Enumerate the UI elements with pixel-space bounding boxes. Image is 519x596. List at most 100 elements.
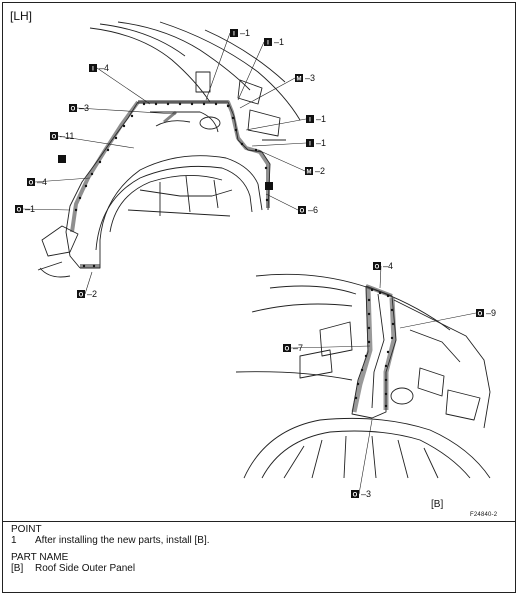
- weld-point: [265, 198, 269, 202]
- weld-point: [254, 148, 258, 152]
- weld-point: [264, 166, 268, 170]
- weld-point: [367, 312, 371, 316]
- callout-lower-0: O–4: [373, 261, 393, 271]
- weld-point: [386, 350, 390, 354]
- callout-badge-icon: [15, 205, 23, 213]
- callout-number: –11: [60, 131, 74, 141]
- weld-point: [231, 116, 235, 120]
- callout-lower-1: O–9: [476, 308, 496, 318]
- callout-number: –3: [361, 489, 371, 499]
- callout-leader: [237, 41, 265, 101]
- weld-point: [178, 102, 182, 106]
- point-heading: POINT: [11, 524, 42, 535]
- callout-leader: [239, 77, 296, 109]
- callout-badge-icon: [27, 178, 35, 186]
- weld-point: [92, 264, 96, 268]
- callout-number: –2: [315, 166, 325, 176]
- callout-leader: [57, 135, 135, 149]
- callout-code: O: [29, 181, 34, 187]
- callout-badge-icon: [283, 344, 291, 352]
- weld-point: [78, 196, 82, 200]
- callout-upper-1: I –1: [264, 37, 284, 47]
- callout-code: O: [71, 107, 76, 113]
- callout-upper-6: O–11: [50, 131, 74, 141]
- weld-point: [130, 114, 134, 118]
- callout-lower-3: O–3: [351, 489, 371, 499]
- sealer-marker-icon: [265, 182, 273, 190]
- weld-point: [390, 336, 394, 340]
- callout-badge-icon: [305, 167, 313, 175]
- callout-leader: [205, 32, 231, 101]
- callout-code: O: [375, 265, 380, 271]
- callout-number: –1: [274, 37, 284, 47]
- weld-point: [82, 264, 86, 268]
- callout-number: –4: [383, 261, 393, 271]
- callout-badge-icon: [77, 290, 85, 298]
- callout-badge-icon: [69, 104, 77, 112]
- callout-badge-icon: [351, 490, 359, 498]
- weld-point: [384, 404, 388, 408]
- callout-leader: [76, 107, 177, 115]
- callout-badge-icon: [306, 139, 314, 147]
- weld-point: [240, 142, 244, 146]
- notes-divider: [2, 521, 516, 522]
- weld-point: [364, 354, 368, 358]
- side-label: [LH]: [10, 9, 33, 23]
- weld-point: [74, 208, 78, 212]
- callout-leader: [251, 142, 307, 147]
- part-name-row: [B] Roof Side Outer Panel: [11, 563, 210, 574]
- callout-upper-2: I –4: [89, 63, 109, 73]
- callout-number: –1: [316, 138, 326, 148]
- weld-point: [98, 160, 102, 164]
- callout-number: –3: [305, 73, 315, 83]
- callout-number: –2: [87, 289, 97, 299]
- weld-points: [74, 102, 395, 408]
- callout-upper-5: I –1: [306, 114, 326, 124]
- weld-point: [106, 148, 110, 152]
- callout-badge-icon: [476, 309, 484, 317]
- weld-point: [384, 392, 388, 396]
- callout-number: –3: [79, 103, 89, 113]
- callout-code: M: [297, 77, 302, 83]
- callout-badge-icon: [89, 64, 97, 72]
- callout-code: O: [79, 293, 84, 299]
- callout-leader: [245, 118, 307, 131]
- callout-number: –4: [99, 63, 109, 73]
- callout-upper-0: I–1: [230, 28, 250, 38]
- callout-upper-9: O–4: [27, 177, 47, 187]
- callout-number: –1: [316, 114, 326, 124]
- weld-point: [370, 288, 374, 292]
- callout-lower-2: O–7: [283, 343, 303, 353]
- callout-number: –1: [25, 204, 35, 214]
- part-key: [B]: [11, 563, 24, 574]
- callout-leader: [399, 312, 477, 329]
- callout-badge-icon: [306, 115, 314, 123]
- part-marker-label: [B]: [431, 499, 443, 510]
- callout-code: I: [92, 67, 94, 73]
- callout-leader: [84, 271, 93, 295]
- point-number: 1: [11, 535, 17, 546]
- callout-code: O: [17, 208, 22, 214]
- weld-point: [234, 128, 238, 132]
- callout-code: I: [233, 32, 235, 38]
- callout-leader: [34, 177, 91, 183]
- weld-point: [190, 102, 194, 106]
- callout-code: I: [267, 41, 269, 47]
- callout-number: –6: [308, 205, 318, 215]
- callout-badge-icon: [373, 262, 381, 270]
- weld-point: [386, 294, 390, 298]
- weld-point: [367, 326, 371, 330]
- point-row: 1 After installing the new parts, instal…: [11, 535, 210, 546]
- part-name-heading: PART NAME: [11, 552, 69, 563]
- sealer-marker-icon: [58, 155, 66, 163]
- callout-code: M: [307, 170, 312, 176]
- weld-point: [114, 136, 118, 140]
- callout-badge-icon: [50, 132, 58, 140]
- callout-code: I: [309, 118, 311, 124]
- callout-leader: [96, 67, 151, 105]
- callout-upper-12: O–2: [77, 289, 97, 299]
- leader-lines: [22, 32, 477, 495]
- weld-point: [166, 102, 170, 106]
